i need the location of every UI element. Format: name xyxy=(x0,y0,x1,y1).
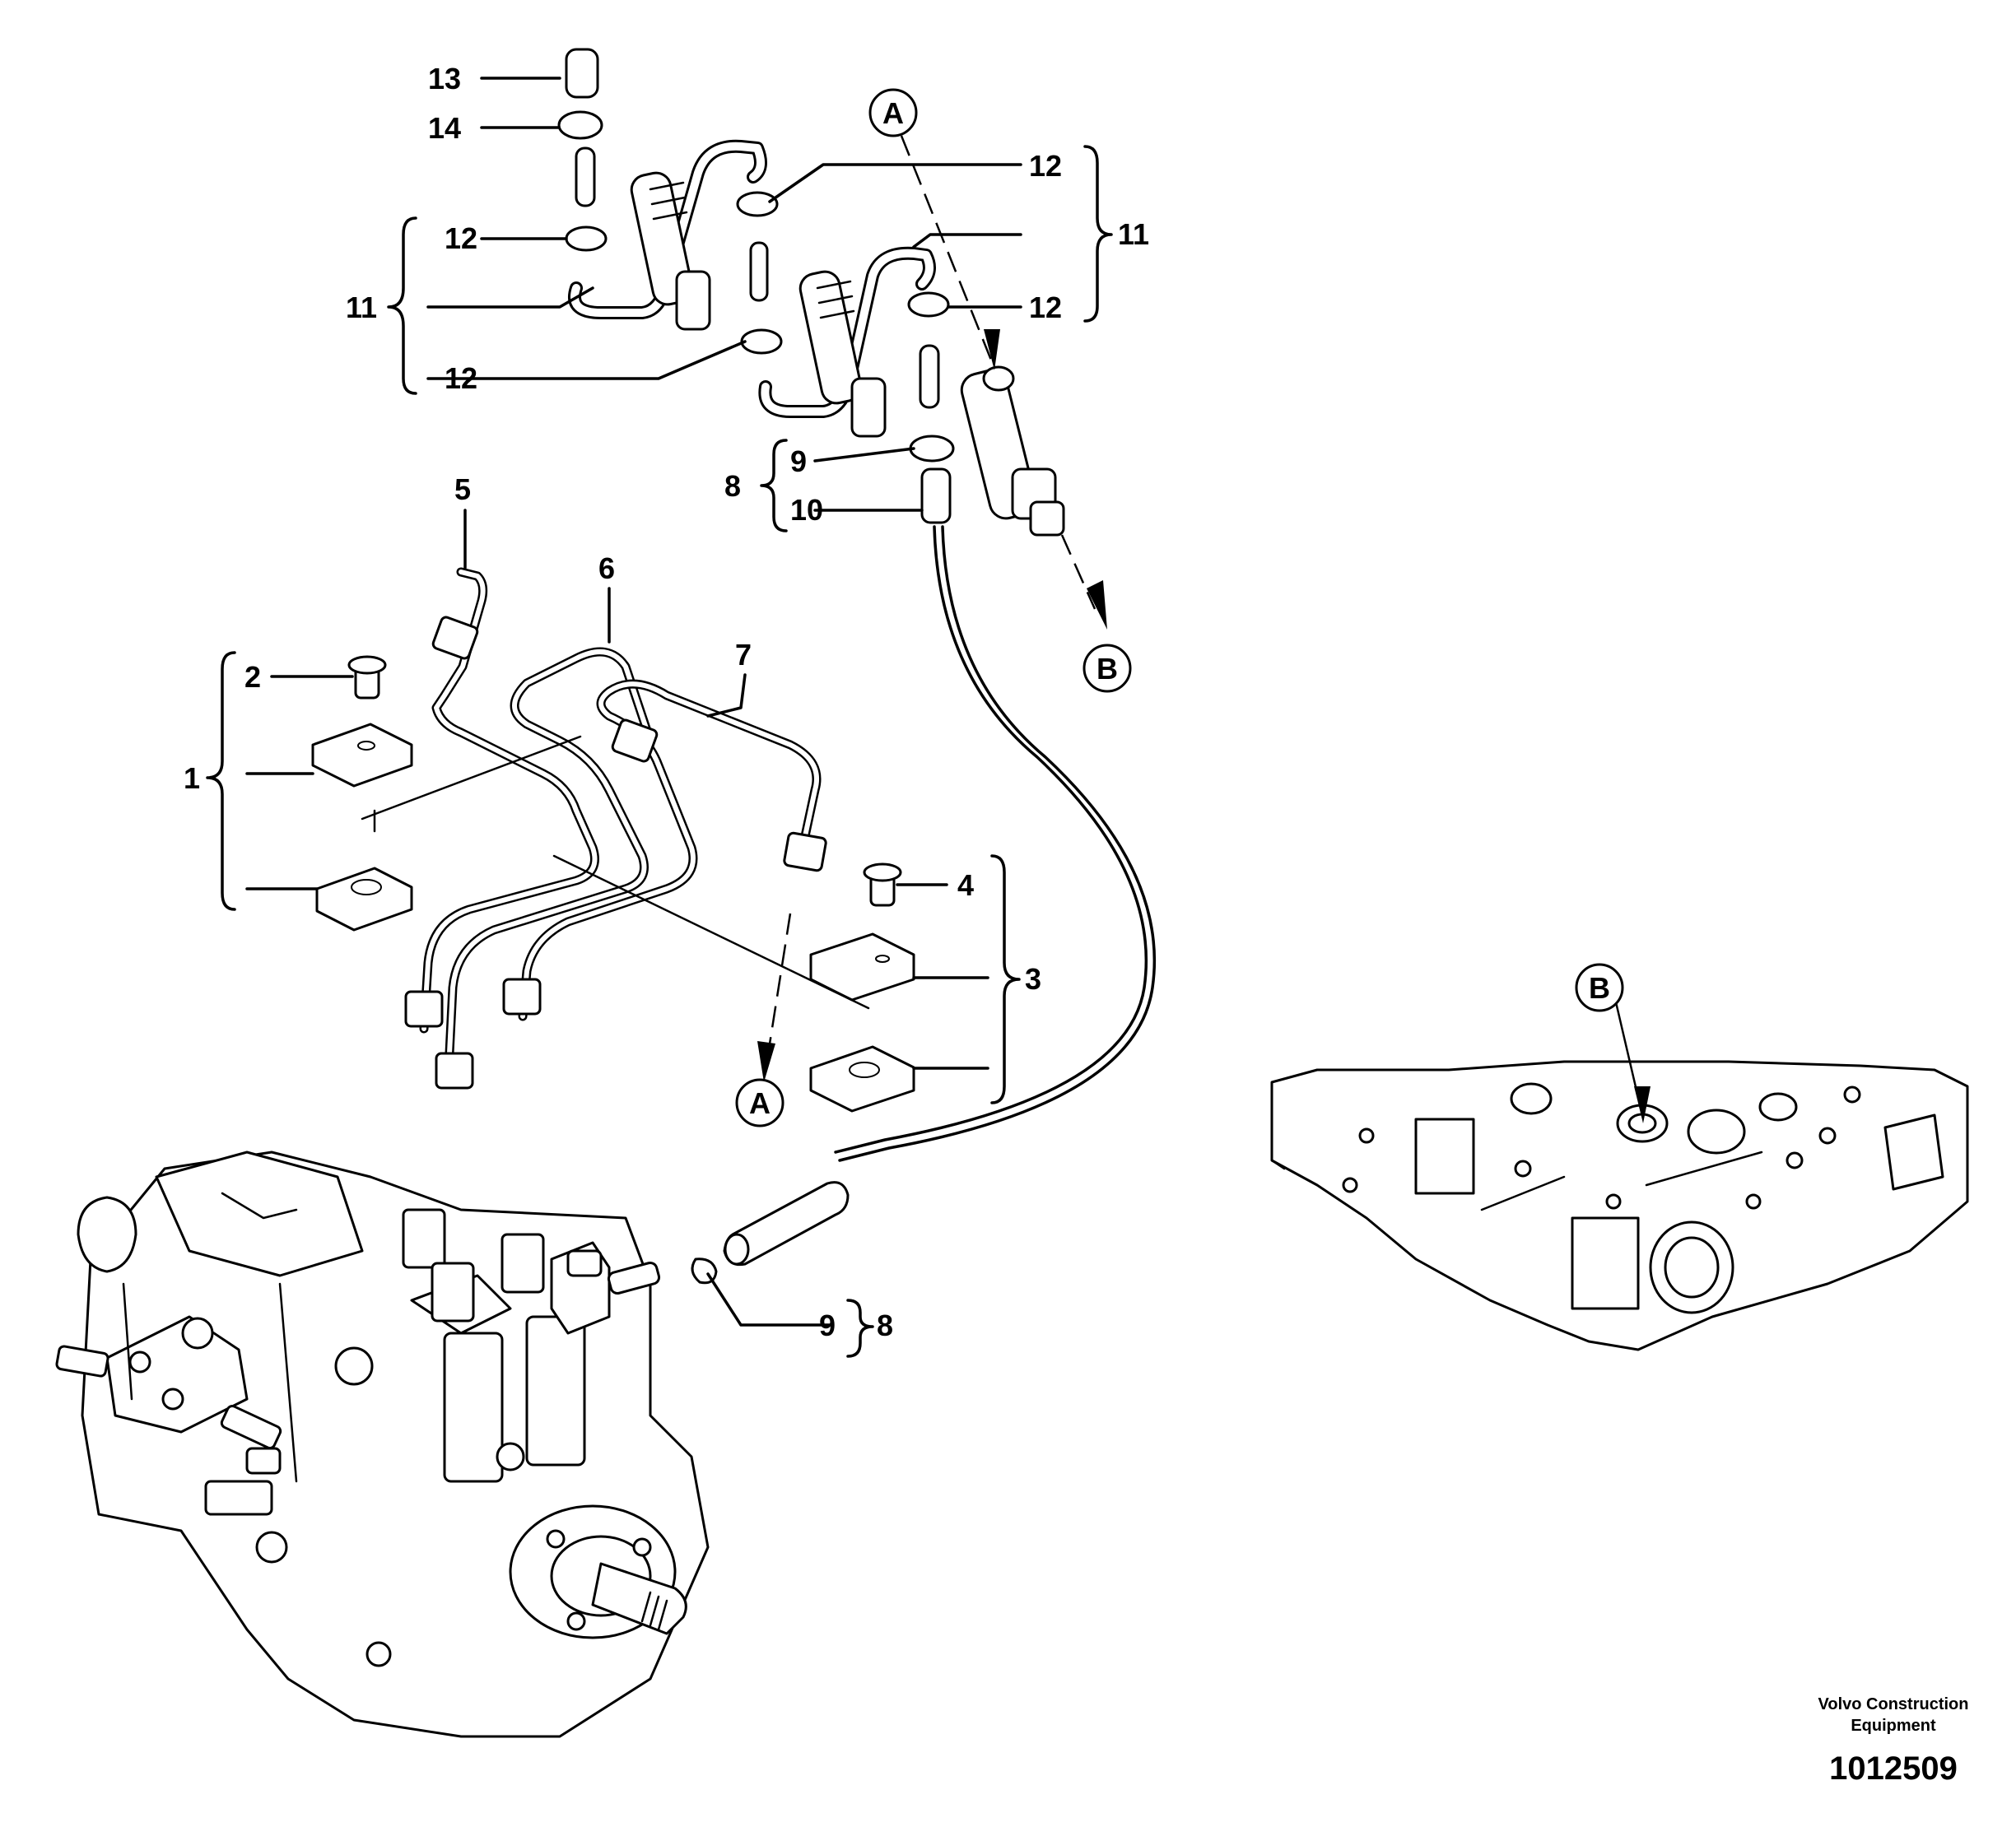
cylinder-head-inset xyxy=(1270,990,1969,1351)
injector xyxy=(630,171,711,331)
clamp-part xyxy=(909,435,955,463)
clamp-part xyxy=(736,191,779,217)
injector xyxy=(960,365,1065,537)
hose-part xyxy=(920,467,952,524)
company-name-line1: Volvo Construction xyxy=(1818,1695,1969,1713)
clamp-part xyxy=(740,328,783,355)
callout-13: 13 xyxy=(428,62,461,95)
leader-lines xyxy=(206,77,1113,1358)
pipe-clamp-1 xyxy=(311,655,413,932)
clamp-part xyxy=(565,225,608,252)
callout-12: 12 xyxy=(445,221,477,255)
pipe-clamp-2 xyxy=(809,862,915,1113)
callout-8: 8 xyxy=(877,1309,893,1342)
callout-1: 1 xyxy=(184,761,200,795)
callout-4: 4 xyxy=(957,868,974,902)
callout-9: 9 xyxy=(819,1309,836,1342)
injector xyxy=(798,270,887,438)
drawing-number: 1012509 xyxy=(1829,1750,1958,1787)
callout-10: 10 xyxy=(790,493,823,527)
callout-7: 7 xyxy=(735,638,752,672)
stub-part xyxy=(749,241,769,302)
callout-14: 14 xyxy=(428,111,461,145)
reference-markers: A B A B xyxy=(735,88,1624,1127)
callout-6: 6 xyxy=(598,551,615,585)
stub-part xyxy=(919,344,940,409)
callout-3: 3 xyxy=(1025,962,1041,996)
reference-a: A xyxy=(882,96,904,130)
reference-b: B xyxy=(1096,652,1118,686)
return-hose-end xyxy=(723,1181,850,1267)
reference-b: B xyxy=(1589,971,1610,1005)
callout-12: 12 xyxy=(1029,291,1062,324)
callout-2: 2 xyxy=(244,660,261,694)
injection-pipes xyxy=(404,567,827,1090)
callout-12: 12 xyxy=(1029,149,1062,183)
return-line xyxy=(838,525,1157,1162)
leak-off-assembly xyxy=(557,48,1157,1285)
reference-lines xyxy=(757,135,1107,1082)
title-block: Volvo Construction Equipment 1012509 xyxy=(1818,1695,1969,1787)
callout-9: 9 xyxy=(790,444,807,478)
callout-labels: 13 14 12 12 11 11 12 12 9 8 10 5 6 7 2 1… xyxy=(184,62,1149,1342)
stub-part xyxy=(575,146,596,207)
callout-12: 12 xyxy=(445,361,477,395)
callout-11: 11 xyxy=(1118,217,1149,251)
company-name-line2: Equipment xyxy=(1851,1717,1936,1735)
clamp-part xyxy=(907,291,950,318)
reference-a: A xyxy=(749,1086,771,1120)
clamp-part xyxy=(557,110,603,140)
callout-5: 5 xyxy=(454,472,471,506)
injection-pump xyxy=(55,1151,710,1738)
callout-11: 11 xyxy=(346,291,377,324)
cap-part xyxy=(565,48,599,99)
callout-8: 8 xyxy=(724,469,741,503)
